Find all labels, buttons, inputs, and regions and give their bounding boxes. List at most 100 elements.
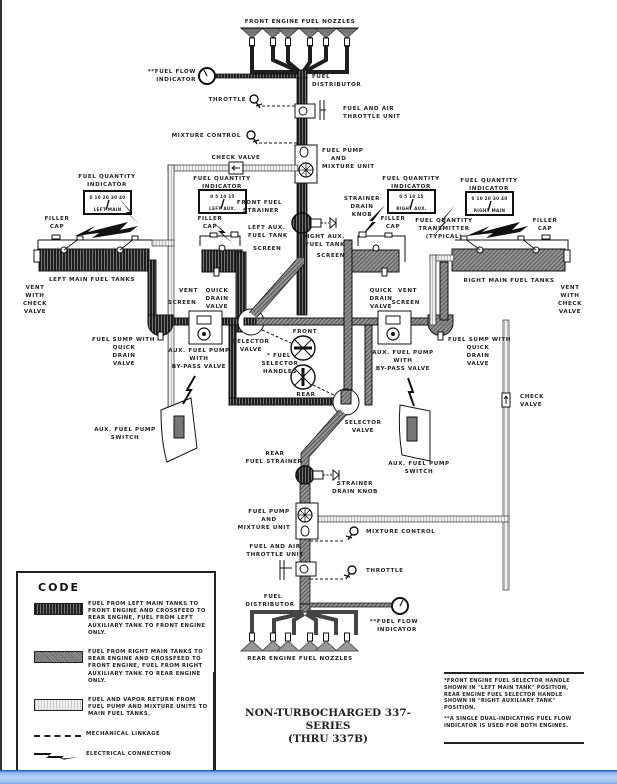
label-quick-drain-2: DRAIN <box>369 296 392 302</box>
label-check-valve-top: CHECK VALVE <box>212 155 261 161</box>
gauge-scale: 0 10 20 30 40 <box>90 195 126 200</box>
left-main-downpipe <box>147 259 157 321</box>
label-fuel-pump-top-2: AND <box>331 156 346 162</box>
label-transmitter-3: (TYPICAL) <box>426 234 463 240</box>
code-item-left-main: FUEL FROM LEFT MAIN TANKS TO FRONT ENGIN… <box>34 601 209 637</box>
right-aux-pump-switch <box>398 377 431 462</box>
label-fqi-left-aux-2: INDICATOR <box>202 184 242 190</box>
right-crossfeed-down <box>364 324 373 406</box>
gauge-face-label: LEFT AUX. <box>209 206 236 211</box>
label-strainer-knob-top-2: DRAIN <box>350 204 373 210</box>
label-sump-4: VALVE <box>467 361 489 367</box>
label-mixture-control-bottom: MIXTURE CONTROL <box>366 529 435 535</box>
label-strainer-knob-bottom-1: STRAINER <box>337 481 373 487</box>
rear-nozzle <box>239 632 265 652</box>
code-text: MECHANICAL LINKAGE <box>86 731 161 737</box>
label-selector-handles-2: SELECTOR <box>261 361 298 367</box>
front-main-trunk <box>296 77 308 316</box>
label-transmitter-1: FUEL QUANTITY <box>415 218 473 224</box>
label-aux-pump-1: AUX. FUEL PUMP <box>372 350 434 356</box>
label-rear: REAR <box>296 392 315 398</box>
rear-nozzle <box>275 632 301 652</box>
label-fuel-pump-top-1: FUEL PUMP <box>322 148 363 154</box>
front-throttle-control-icon <box>249 94 297 109</box>
label-aux-pump-1: AUX. FUEL PUMP <box>168 348 230 354</box>
front-fuel-flow-indicator-gauge <box>198 67 216 85</box>
label-sump-3: DRAIN <box>466 353 489 359</box>
label-right-aux-tank-1: RIGHT AUX. <box>302 234 345 240</box>
label-filler-cap-2: CAP <box>386 224 400 230</box>
rear-selector-valve <box>332 388 360 416</box>
label-sump-4: VALVE <box>113 361 135 367</box>
gauge-face-label: RIGHT AUX. <box>396 206 426 211</box>
mechanical-linkage-line <box>34 735 81 737</box>
label-filler-cap-2: CAP <box>50 224 64 230</box>
left-main-swatch <box>34 603 83 615</box>
label-vent: VENT <box>179 288 198 294</box>
label-right-aux-tank-2: FUEL TANK <box>305 242 345 248</box>
top-check-valve <box>228 161 244 175</box>
rear-throttle-unit <box>279 560 317 580</box>
label-selector-handles-1: * FUEL <box>267 353 291 359</box>
title-line-2: (THRU 337B) <box>287 733 368 745</box>
code-item-mechanical: MECHANICAL LINKAGE <box>34 731 209 738</box>
front-mixture-control-icon <box>246 130 298 145</box>
rear-mixture-control-icon <box>310 526 359 542</box>
front-nozzle <box>313 27 339 47</box>
right-check-valve <box>501 392 511 408</box>
taskbar[interactable] <box>0 770 617 784</box>
label-rear-nozzles: REAR ENGINE FUEL NOZZLES <box>247 656 352 662</box>
label-fuel-pump-top-3: MIXTURE UNIT <box>322 164 375 170</box>
label-aux-pump-3: BY-PASS VALVE <box>376 366 430 372</box>
label-quick-drain-2: DRAIN <box>205 296 228 302</box>
rear-nozzle <box>334 632 360 652</box>
label-fuel-pump-bottom-2: AND <box>261 517 276 523</box>
code-text: FUEL FROM LEFT MAIN TANKS TO FRONT ENGIN… <box>88 601 206 636</box>
label-selector-valve-1: SELECTOR <box>344 420 381 426</box>
label-vent: VENT <box>398 288 417 294</box>
label-right-main-tanks: RIGHT MAIN FUEL TANKS <box>463 278 554 284</box>
label-vent-check-3: CHECK <box>558 301 582 307</box>
front-nozzle <box>334 27 360 47</box>
label-vent-check-1: VENT <box>25 285 44 291</box>
frame-divider <box>213 672 215 770</box>
label-sump-1: FUEL SUMP WITH <box>92 337 155 343</box>
label-filler-cap-1: FILLER <box>533 218 558 224</box>
label-screen: SCREEN <box>317 253 345 259</box>
label-sump-2: QUICK <box>113 345 136 351</box>
label-quick-drain-3: VALVE <box>370 304 392 310</box>
label-strainer-knob-top-3: KNOB <box>352 212 372 218</box>
label-fuel-pump-bottom-3: MIXTURE UNIT <box>238 525 291 531</box>
footnote-2: **A SINGLE DUAL-INDICATING FUEL FLOW IND… <box>444 715 572 729</box>
front-selector-handle <box>261 329 316 361</box>
label-fqi-left-aux-1: FUEL QUANTITY <box>193 176 251 182</box>
label-strainer-knob-top-1: STRAINER <box>344 196 380 202</box>
label-fuel-distributor-top-1: FUEL <box>312 74 330 80</box>
label-rear-strainer-2: FUEL STRAINER <box>246 459 303 465</box>
label-selector-valve-2: VALVE <box>352 428 374 434</box>
label-rear-strainer-1: REAR <box>265 451 284 457</box>
left-aux-fuel-tank <box>199 231 247 333</box>
right-main-fuel-tanks <box>451 234 571 272</box>
code-legend: CODE FUEL FROM LEFT MAIN TANKS TO FRONT … <box>16 571 216 771</box>
front-nozzle <box>239 27 265 47</box>
label-sump-2: QUICK <box>467 345 490 351</box>
label-fuel-flow-indicator-bottom-2: INDICATOR <box>377 627 417 633</box>
label-fqi-right-main-1: FUEL QUANTITY <box>460 178 518 184</box>
front-fuel-distributor <box>296 69 308 79</box>
label-mixture-control-top: MIXTURE CONTROL <box>172 133 241 139</box>
label-sump-1: FUEL SUMP WITH <box>448 337 511 343</box>
label-check-valve-right-1: CHECK <box>520 394 544 400</box>
rear-nozzles <box>239 632 360 652</box>
front-fuel-strainer <box>291 212 337 234</box>
rear-manifold <box>250 610 358 635</box>
label-front-nozzles: FRONT ENGINE FUEL NOZZLES <box>245 19 356 25</box>
right-main-downpipe <box>439 261 449 321</box>
rear-throttle-control-icon <box>310 565 357 580</box>
code-item-return: FUEL AND VAPOR RETURN FROM FUEL PUMP AND… <box>34 697 209 719</box>
left-crossfeed-line <box>228 397 345 406</box>
code-text: FUEL AND VAPOR RETURN FROM FUEL PUMP AND… <box>88 697 208 718</box>
